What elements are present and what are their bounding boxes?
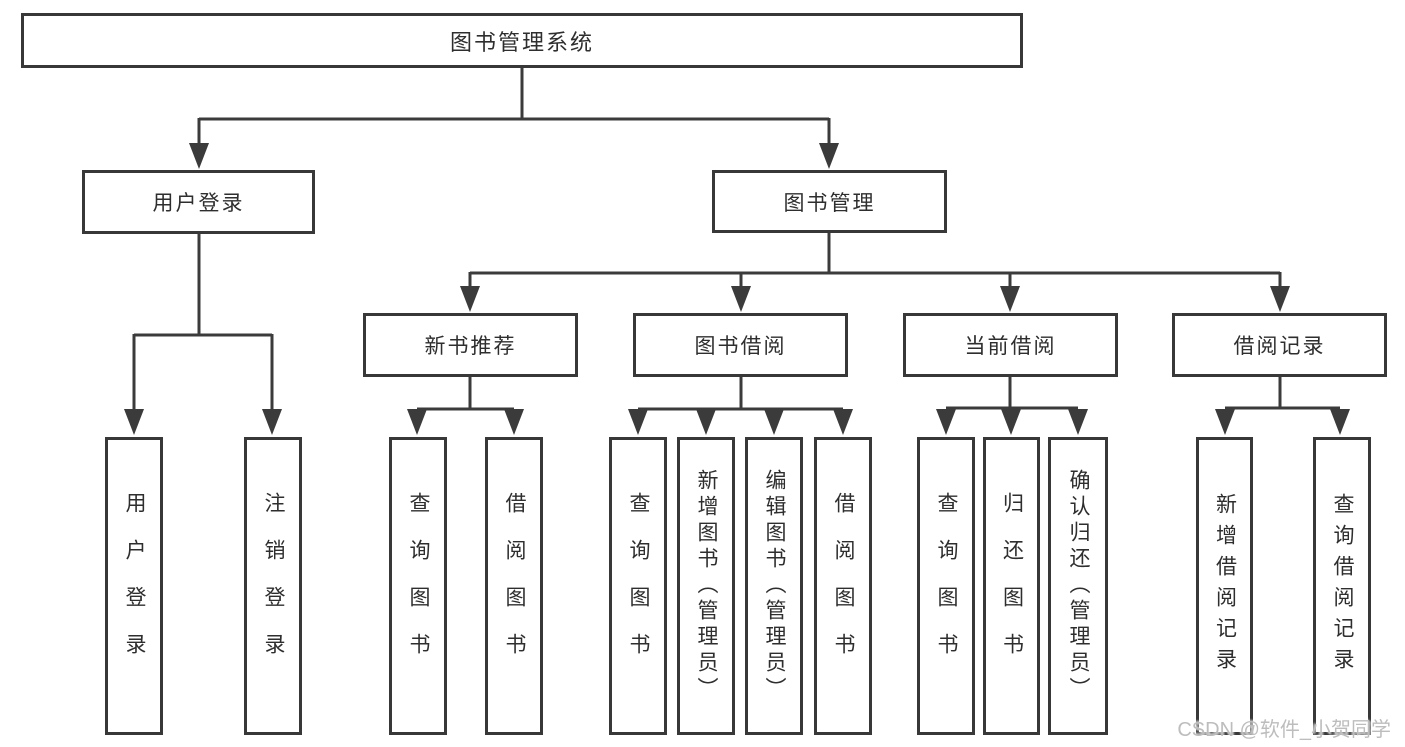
node-book-management-label: 图书管理 bbox=[783, 191, 876, 215]
node-book-borrow: 图书借阅 bbox=[633, 313, 848, 377]
node-user-login-label: 用户登录 bbox=[152, 192, 245, 215]
connector-borrow-record-children bbox=[1215, 377, 1350, 435]
connector-book-borrow-children bbox=[628, 377, 853, 435]
leaf-query-books-recommend-label: 查询图书 bbox=[407, 492, 430, 680]
leaf-edit-book-admin: 编辑图书（管理员） bbox=[745, 437, 803, 735]
leaf-confirm-return-admin: 确认归还（管理员） bbox=[1048, 437, 1108, 735]
leaf-borrow-books: 借阅图书 bbox=[814, 437, 872, 735]
node-borrow-records: 借阅记录 bbox=[1172, 313, 1387, 377]
leaf-logout: 注销登录 bbox=[244, 437, 302, 735]
leaf-return-book: 归还图书 bbox=[983, 437, 1040, 735]
leaf-query-books-borrow: 查询图书 bbox=[609, 437, 667, 735]
connector-book-management-to-level3 bbox=[460, 233, 1290, 312]
leaf-add-borrow-record: 新增借阅记录 bbox=[1196, 437, 1253, 735]
leaf-user-login-label: 用户登录 bbox=[123, 492, 146, 680]
node-new-book-recommend: 新书推荐 bbox=[363, 313, 578, 377]
node-book-management: 图书管理 bbox=[712, 170, 947, 233]
connector-root-to-level2 bbox=[189, 68, 839, 169]
node-root: 图书管理系统 bbox=[21, 13, 1023, 68]
node-borrow-records-label: 借阅记录 bbox=[1233, 335, 1326, 358]
node-new-book-recommend-label: 新书推荐 bbox=[424, 335, 517, 358]
leaf-query-books-current-label: 查询图书 bbox=[935, 492, 958, 680]
node-book-borrow-label: 图书借阅 bbox=[694, 335, 787, 358]
watermark-text: CSDN @软件_小贺同学 bbox=[1177, 719, 1391, 741]
leaf-return-book-label: 归还图书 bbox=[1000, 492, 1024, 680]
connector-user-login-children bbox=[124, 234, 282, 435]
node-current-borrow: 当前借阅 bbox=[903, 313, 1118, 377]
leaf-query-books-recommend: 查询图书 bbox=[389, 437, 447, 735]
leaf-query-borrow-record-label: 查询借阅记录 bbox=[1331, 493, 1354, 679]
leaf-borrow-books-label: 借阅图书 bbox=[832, 492, 855, 680]
leaf-query-books-borrow-label: 查询图书 bbox=[627, 492, 650, 680]
leaf-query-books-current: 查询图书 bbox=[917, 437, 975, 735]
node-root-label: 图书管理系统 bbox=[449, 29, 594, 55]
connector-new-book-children bbox=[407, 377, 524, 435]
leaf-logout-label: 注销登录 bbox=[262, 492, 285, 680]
leaf-edit-book-admin-label: 编辑图书（管理员） bbox=[763, 469, 786, 703]
leaf-query-borrow-record: 查询借阅记录 bbox=[1313, 437, 1371, 735]
node-user-login: 用户登录 bbox=[82, 170, 315, 234]
connector-current-borrow-children bbox=[936, 377, 1088, 435]
leaf-add-borrow-record-label: 新增借阅记录 bbox=[1213, 493, 1237, 679]
leaf-add-book-admin: 新增图书（管理员） bbox=[677, 437, 735, 735]
leaf-borrow-books-recommend: 借阅图书 bbox=[485, 437, 543, 735]
leaf-borrow-books-recommend-label: 借阅图书 bbox=[503, 492, 526, 680]
leaf-add-book-admin-label: 新增图书（管理员） bbox=[695, 469, 718, 703]
leaf-confirm-return-admin-label: 确认归还（管理员） bbox=[1067, 469, 1090, 703]
node-current-borrow-label: 当前借阅 bbox=[964, 335, 1057, 358]
leaf-user-login: 用户登录 bbox=[105, 437, 163, 735]
